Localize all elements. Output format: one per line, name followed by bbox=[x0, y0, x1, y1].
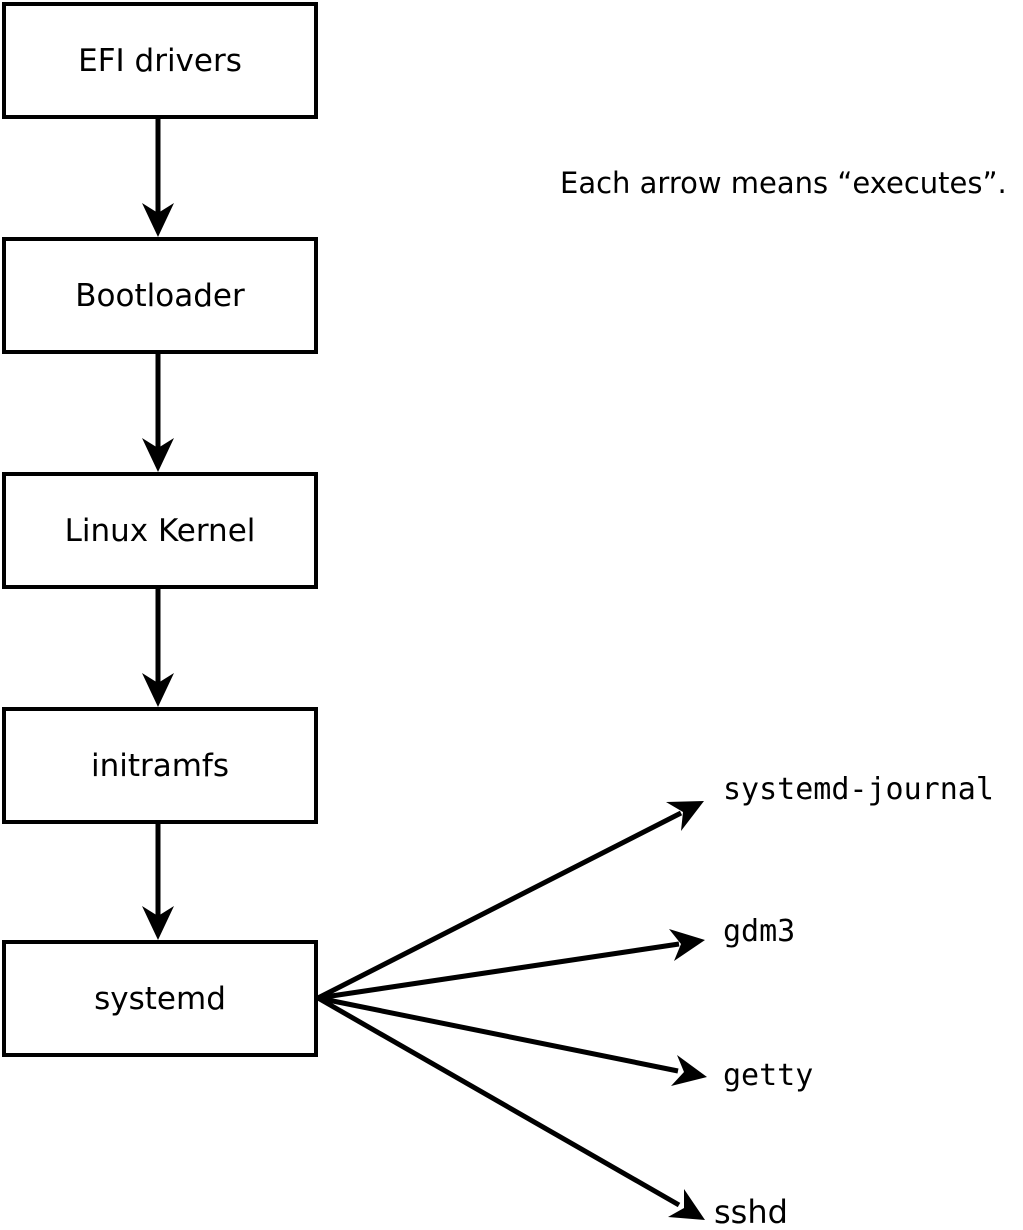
arrow-systemd-to-journal bbox=[316, 801, 704, 1001]
node-initramfs: initramfs bbox=[2, 707, 318, 824]
arrow-systemd-to-sshd bbox=[316, 995, 705, 1220]
arrow-efi-to-bootloader bbox=[142, 119, 174, 237]
arrow-kernel-to-initramfs bbox=[142, 587, 174, 707]
arrow-systemd-to-gdm3 bbox=[317, 929, 705, 1001]
node-efi-drivers-label: EFI drivers bbox=[78, 42, 242, 79]
arrow-systemd-to-getty bbox=[317, 995, 707, 1086]
label-getty: getty bbox=[723, 1058, 814, 1093]
node-initramfs-label: initramfs bbox=[90, 747, 230, 784]
node-efi-drivers: EFI drivers bbox=[2, 2, 318, 119]
node-bootloader: Bootloader bbox=[2, 237, 318, 354]
arrow-bootloader-to-kernel bbox=[142, 354, 174, 472]
caption-arrow-meaning: Each arrow means “executes”. bbox=[560, 166, 1007, 200]
node-linux-kernel-label: Linux Kernel bbox=[64, 512, 256, 549]
label-systemd-journal: systemd-journal bbox=[723, 772, 994, 807]
node-linux-kernel: Linux Kernel bbox=[2, 472, 318, 589]
node-systemd-label: systemd bbox=[94, 980, 226, 1017]
arrow-initramfs-to-systemd bbox=[142, 821, 174, 940]
label-sshd: sshd bbox=[714, 1193, 788, 1230]
label-gdm3: gdm3 bbox=[723, 914, 796, 949]
node-systemd: systemd bbox=[2, 940, 318, 1057]
node-bootloader-label: Bootloader bbox=[75, 277, 245, 314]
